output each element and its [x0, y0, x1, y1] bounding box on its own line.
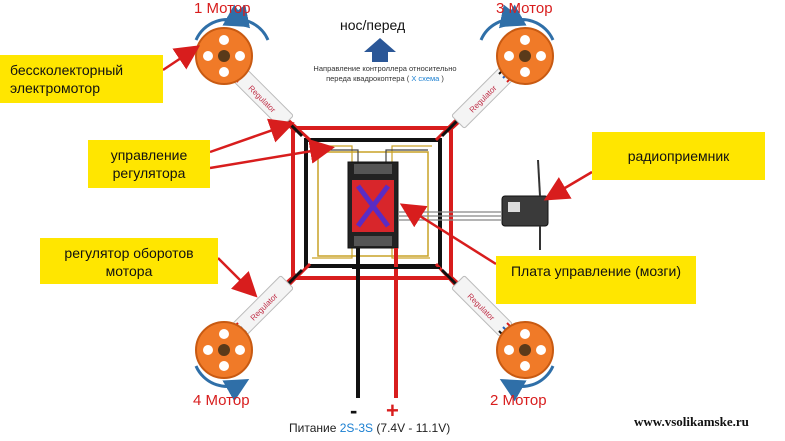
callout-pointers [162, 45, 593, 298]
power-label: Питание 2S-3S (7.4V - 11.1V) [289, 421, 450, 435]
front-label: нос/перед [340, 17, 406, 33]
motor-2 [496, 321, 554, 379]
power-prefix: Питание [289, 421, 340, 435]
motor-1 [195, 27, 253, 85]
rotation-arrow-icon [479, 4, 525, 41]
callout-brushless-motor: бессколекторный электромотор [0, 55, 163, 103]
callout-receiver: радиоприемник [592, 132, 765, 180]
callout-esc: регулятор оборотов мотора [40, 238, 218, 284]
board-x-mark-icon [356, 184, 390, 228]
front-arrow-icon [364, 38, 396, 62]
rotation-arrow-icon [224, 4, 270, 41]
frame-inner [304, 138, 442, 268]
power-leads [352, 248, 440, 398]
rotation-arrow-icon [499, 365, 555, 402]
rotation-arrows [194, 4, 555, 402]
power-plus-sign: + [386, 398, 399, 423]
watermark: www.vsolikamske.ru [634, 414, 749, 429]
motor-2-label: 2 Мотор [490, 392, 547, 409]
frame-outer [291, 126, 453, 280]
motor-4 [195, 321, 253, 379]
frame-thin [317, 151, 429, 257]
rotation-arrow-icon [194, 365, 250, 402]
direction-note-line2-prefix: переда квадрокоптера ( [326, 74, 410, 83]
antenna-icon [537, 159, 541, 197]
motor-4-label: 4 Мотор [193, 392, 250, 409]
direction-note-line1: Направление контроллера относительно [313, 64, 457, 73]
flight-controller-board [347, 161, 399, 249]
callout-esc-control: управление регулятора [88, 140, 210, 188]
motor-1-label: 1 Мотор [194, 0, 251, 17]
direction-note-line2-suffix: ) [439, 74, 444, 83]
power-voltage: (7.4V - 11.1V) [373, 421, 451, 435]
power-minus-sign: - [350, 398, 358, 423]
motor-3-label: 3 Мотор [496, 0, 553, 17]
direction-note: Направление контроллера относительно пер… [300, 64, 470, 84]
radio-receiver [398, 159, 549, 250]
motor-3 [496, 27, 554, 85]
scheme-name: X схема [409, 74, 440, 83]
power-cells: 2S-3S [339, 421, 374, 435]
callout-flight-controller: Плата управление (мозги) [496, 256, 696, 304]
